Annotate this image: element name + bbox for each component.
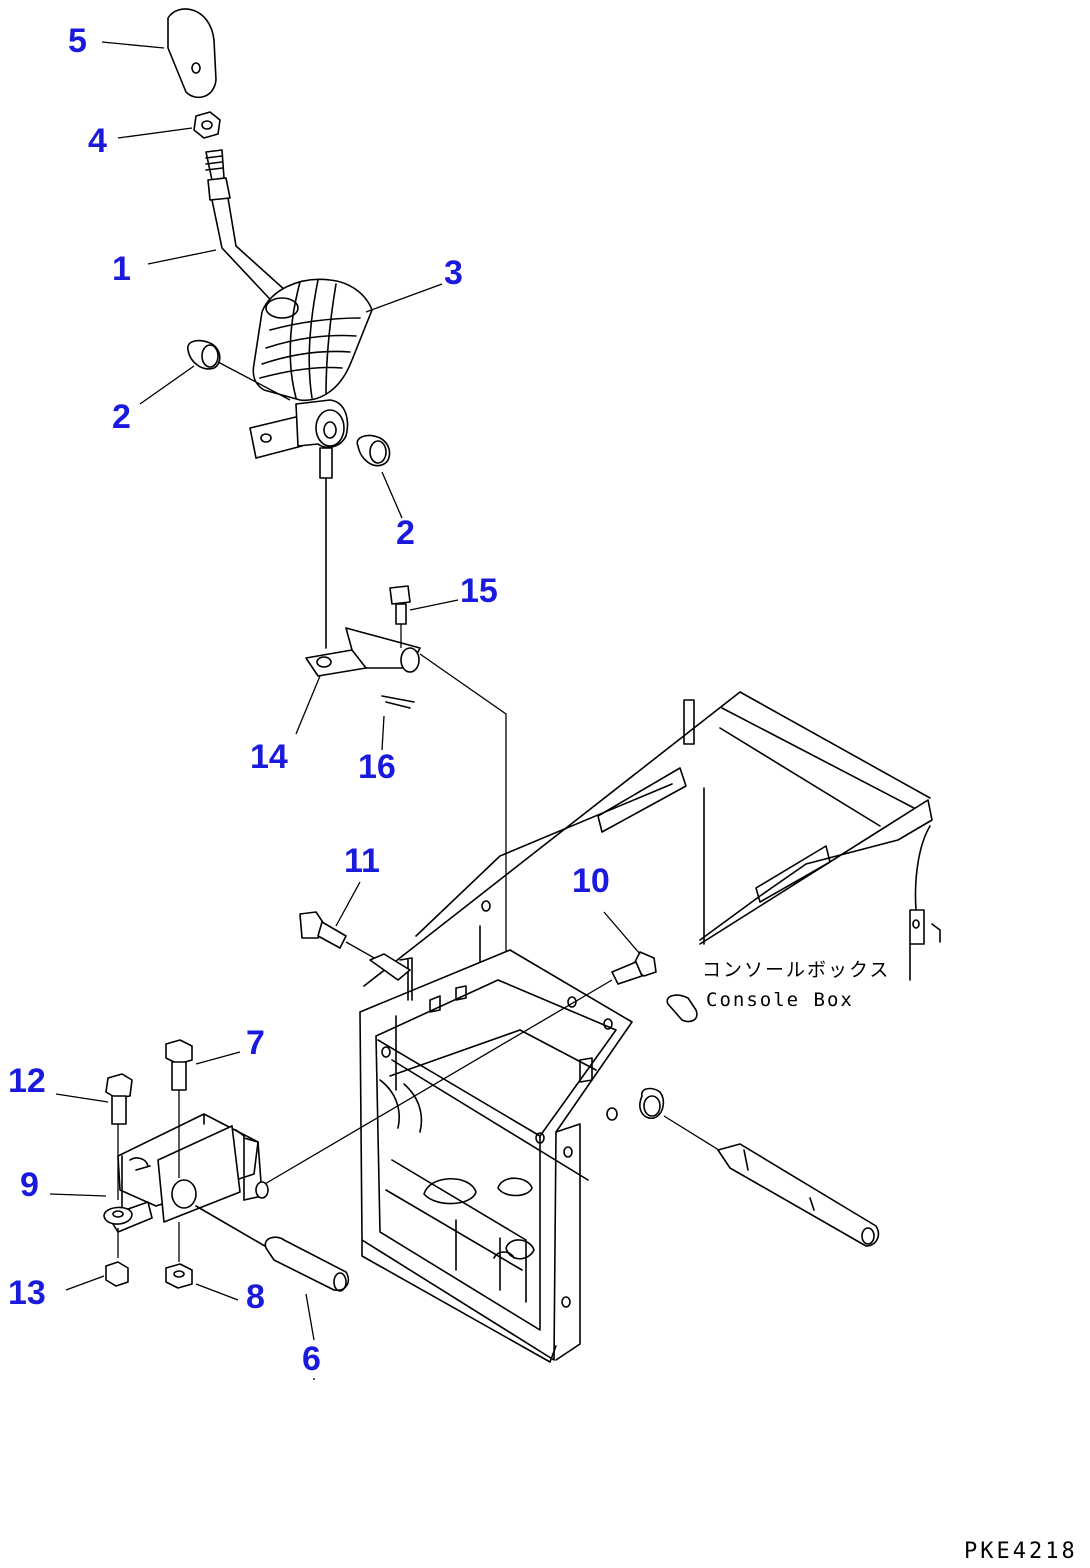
bolt-part-12 — [105, 1073, 133, 1200]
lever-base-bracket — [249, 399, 349, 649]
boot-part-3 — [252, 278, 373, 402]
cotter-pin-part-16 — [381, 695, 415, 709]
bolt-part-10 — [257, 951, 657, 1189]
callout-11: 11 — [344, 842, 380, 880]
console-box — [359, 691, 941, 1363]
callout-15: 15 — [460, 572, 498, 610]
callout-4: 4 — [88, 122, 107, 160]
callout-12: 12 — [8, 1062, 46, 1100]
callout-3: 3 — [444, 254, 463, 292]
console-box-label-jp: コンソールボックス — [702, 959, 890, 981]
figure-code: PKE4218 — [964, 1539, 1078, 1564]
nut-part-4 — [193, 111, 221, 139]
bracket-assembly — [107, 1113, 283, 1257]
console-box-label-en: Console Box — [706, 989, 854, 1011]
washer-part-9 — [103, 1206, 133, 1258]
bolt-part-11 — [299, 911, 411, 981]
leader-lines — [49, 41, 641, 1380]
lever-part-1 — [205, 149, 297, 313]
bushing-part-2-right — [356, 434, 391, 467]
callout-5: 5 — [68, 22, 87, 60]
callout-8: 8 — [246, 1278, 265, 1316]
callout-numbers: 1 2 2 3 4 5 6 7 8 9 10 11 12 13 14 15 16 — [8, 22, 610, 1378]
callout-9: 9 — [20, 1166, 39, 1204]
pin-part-15 — [389, 585, 411, 648]
console-side-pin — [606, 994, 880, 1247]
callout-14: 14 — [250, 738, 288, 776]
nut-part-8 — [165, 1222, 193, 1289]
callout-1: 1 — [112, 250, 131, 288]
callout-7: 7 — [246, 1024, 265, 1062]
bolt-part-7 — [165, 1039, 193, 1178]
callout-16: 16 — [358, 748, 396, 786]
callout-13: 13 — [8, 1274, 46, 1312]
callout-2-left: 2 — [112, 398, 131, 436]
nut-part-13 — [105, 1261, 129, 1287]
callout-10: 10 — [572, 862, 610, 900]
pin-part-6 — [264, 1236, 350, 1292]
callout-2-right: 2 — [396, 514, 415, 552]
callout-6: 6 — [302, 1340, 321, 1378]
knob-part-5 — [167, 8, 217, 99]
bushing-part-2-left — [187, 339, 291, 401]
link-part-14 — [305, 627, 507, 1030]
